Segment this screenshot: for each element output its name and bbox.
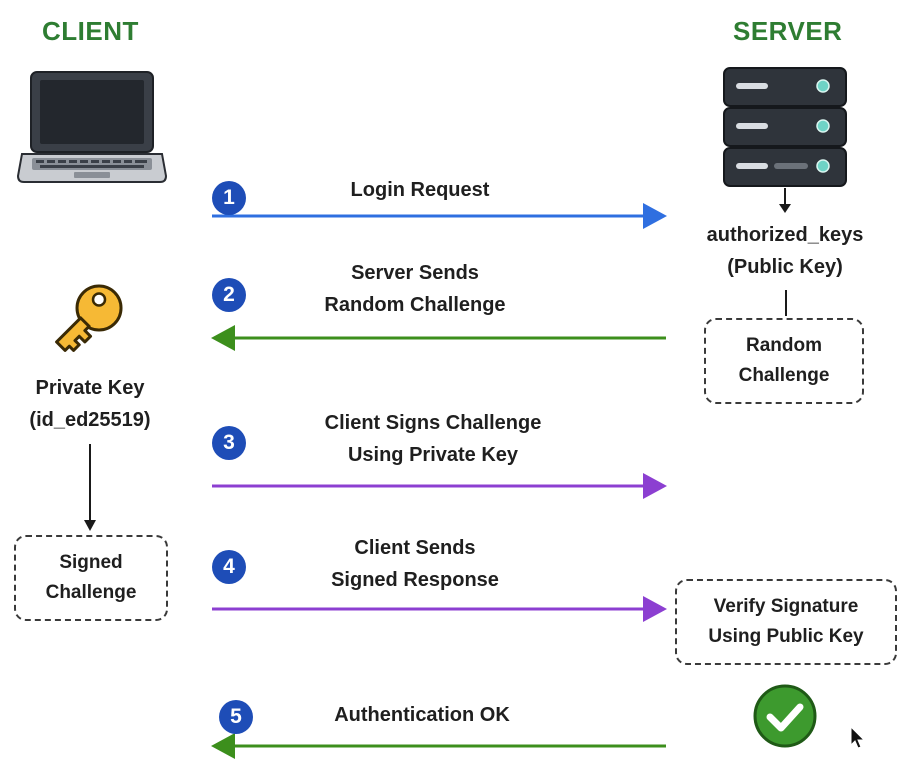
server-to-keys-arrow — [779, 188, 791, 213]
step-5-label: Authentication OK — [262, 699, 582, 731]
step-badge-3: 3 — [212, 426, 246, 460]
step-4-line2: Signed Response — [331, 569, 499, 591]
random-challenge-line1: Random — [746, 335, 822, 356]
key-icon — [55, 284, 123, 352]
arrow-step-5 — [211, 733, 666, 759]
authorized-keys-line2: (Public Key) — [727, 256, 843, 278]
step-1-line1: Login Request — [350, 179, 490, 201]
step-2-line2: Random Challenge — [324, 294, 506, 316]
verify-signature-line2: Using Public Key — [708, 626, 864, 647]
private-key-label: Private Key (id_ed25519) — [0, 372, 180, 436]
authorized-keys-line1: authorized_keys — [706, 224, 864, 246]
random-challenge-line2: Challenge — [738, 365, 830, 386]
step-4-line1: Client Sends — [354, 537, 476, 559]
mouse-cursor-icon — [850, 726, 866, 749]
step-badge-5: 5 — [219, 700, 253, 734]
random-challenge-box: Random Challenge — [704, 318, 864, 404]
step-2-label: Server Sends Random Challenge — [255, 257, 575, 321]
server-heading: SERVER — [733, 16, 843, 46]
laptop-icon — [16, 71, 168, 183]
private-key-line1: Private Key — [35, 377, 145, 399]
server-icon — [723, 67, 847, 187]
client-heading: CLIENT — [42, 16, 139, 46]
private-key-line2: (id_ed25519) — [29, 409, 151, 431]
signed-challenge-line2: Challenge — [45, 582, 137, 603]
step-5-line1: Authentication OK — [334, 704, 510, 726]
arrow-step-1 — [212, 203, 667, 229]
step-3-line1: Client Signs Challenge — [324, 412, 542, 434]
verify-signature-line1: Verify Signature — [713, 596, 859, 617]
step-badge-2: 2 — [212, 278, 246, 312]
step-2-line1: Server Sends — [351, 262, 479, 284]
verify-signature-box: Verify Signature Using Public Key — [675, 579, 897, 665]
signed-challenge-line1: Signed — [59, 552, 123, 573]
authorized-keys-label: authorized_keys (Public Key) — [690, 219, 880, 283]
signed-challenge-box: Signed Challenge — [14, 535, 168, 621]
arrow-step-4 — [212, 596, 667, 622]
step-badge-4: 4 — [212, 550, 246, 584]
arrow-step-3 — [212, 473, 667, 499]
step-1-label: Login Request — [260, 174, 580, 206]
step-badge-1: 1 — [212, 181, 246, 215]
step-3-label: Client Signs Challenge Using Private Key — [258, 407, 608, 471]
private-key-to-signed-arrow — [84, 444, 96, 531]
step-4-label: Client Sends Signed Response — [255, 532, 575, 596]
arrow-step-2 — [211, 325, 666, 351]
checkmark-icon — [753, 684, 817, 748]
step-3-line2: Using Private Key — [347, 444, 519, 466]
